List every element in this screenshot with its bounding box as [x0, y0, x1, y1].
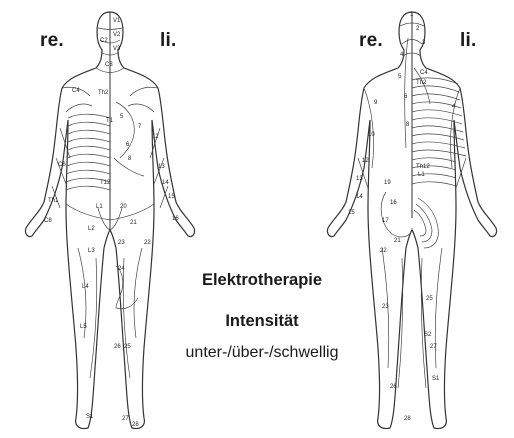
- svg-text:26: 26: [114, 344, 121, 350]
- svg-text:20: 20: [120, 204, 127, 210]
- svg-text:S2: S2: [424, 332, 432, 338]
- svg-text:23: 23: [118, 240, 125, 246]
- svg-text:22: 22: [144, 240, 151, 246]
- svg-text:25: 25: [426, 296, 433, 302]
- svg-text:10: 10: [368, 132, 375, 138]
- svg-text:21: 21: [394, 238, 401, 244]
- svg-text:3: 3: [422, 40, 426, 46]
- svg-text:14: 14: [162, 180, 169, 186]
- svg-text:27: 27: [430, 344, 437, 350]
- svg-text:T12: T12: [100, 180, 111, 186]
- svg-text:Th2: Th2: [416, 80, 427, 86]
- svg-text:12: 12: [362, 158, 369, 164]
- svg-text:Th1: Th1: [48, 198, 59, 204]
- svg-text:26: 26: [390, 384, 397, 390]
- svg-text:V2: V2: [113, 32, 121, 38]
- svg-text:S1: S1: [86, 414, 94, 420]
- svg-text:24: 24: [118, 266, 125, 272]
- svg-text:13: 13: [158, 164, 165, 170]
- svg-text:L5: L5: [80, 324, 87, 330]
- svg-text:L1: L1: [418, 172, 425, 178]
- caption-intensity-levels: unter-/über-/schwellig: [172, 344, 352, 362]
- svg-text:25: 25: [124, 344, 131, 350]
- svg-text:C3: C3: [105, 62, 113, 68]
- svg-text:12: 12: [152, 134, 159, 140]
- svg-text:C6: C6: [58, 162, 66, 168]
- svg-text:16: 16: [390, 200, 397, 206]
- svg-text:27: 27: [122, 416, 129, 422]
- svg-text:C8: C8: [44, 218, 52, 224]
- svg-text:C4: C4: [72, 88, 80, 94]
- caption-title: Elektrotherapie: [172, 271, 352, 290]
- caption-subtitle: Intensität: [172, 312, 352, 331]
- svg-text:S1: S1: [432, 376, 440, 382]
- svg-text:16: 16: [172, 216, 179, 222]
- svg-text:C2: C2: [100, 38, 108, 44]
- svg-text:Th2: Th2: [98, 90, 109, 96]
- svg-text:Th12: Th12: [416, 164, 430, 170]
- svg-text:14: 14: [356, 194, 363, 200]
- svg-text:L2: L2: [88, 226, 95, 232]
- svg-text:28: 28: [132, 422, 139, 428]
- svg-text:19: 19: [384, 180, 391, 186]
- svg-text:T1: T1: [106, 118, 114, 124]
- svg-text:C4: C4: [420, 70, 428, 76]
- svg-text:23: 23: [382, 304, 389, 310]
- svg-text:17: 17: [382, 218, 389, 224]
- svg-text:V1: V1: [113, 18, 121, 24]
- svg-text:28: 28: [404, 416, 411, 422]
- svg-text:13: 13: [356, 176, 363, 182]
- svg-text:15: 15: [168, 194, 175, 200]
- svg-text:21: 21: [130, 220, 137, 226]
- svg-text:L3: L3: [88, 248, 95, 254]
- svg-text:22: 22: [380, 248, 387, 254]
- svg-text:L1: L1: [96, 204, 103, 210]
- svg-text:V3: V3: [113, 46, 121, 52]
- svg-text:15: 15: [348, 210, 355, 216]
- svg-text:L4: L4: [82, 284, 89, 290]
